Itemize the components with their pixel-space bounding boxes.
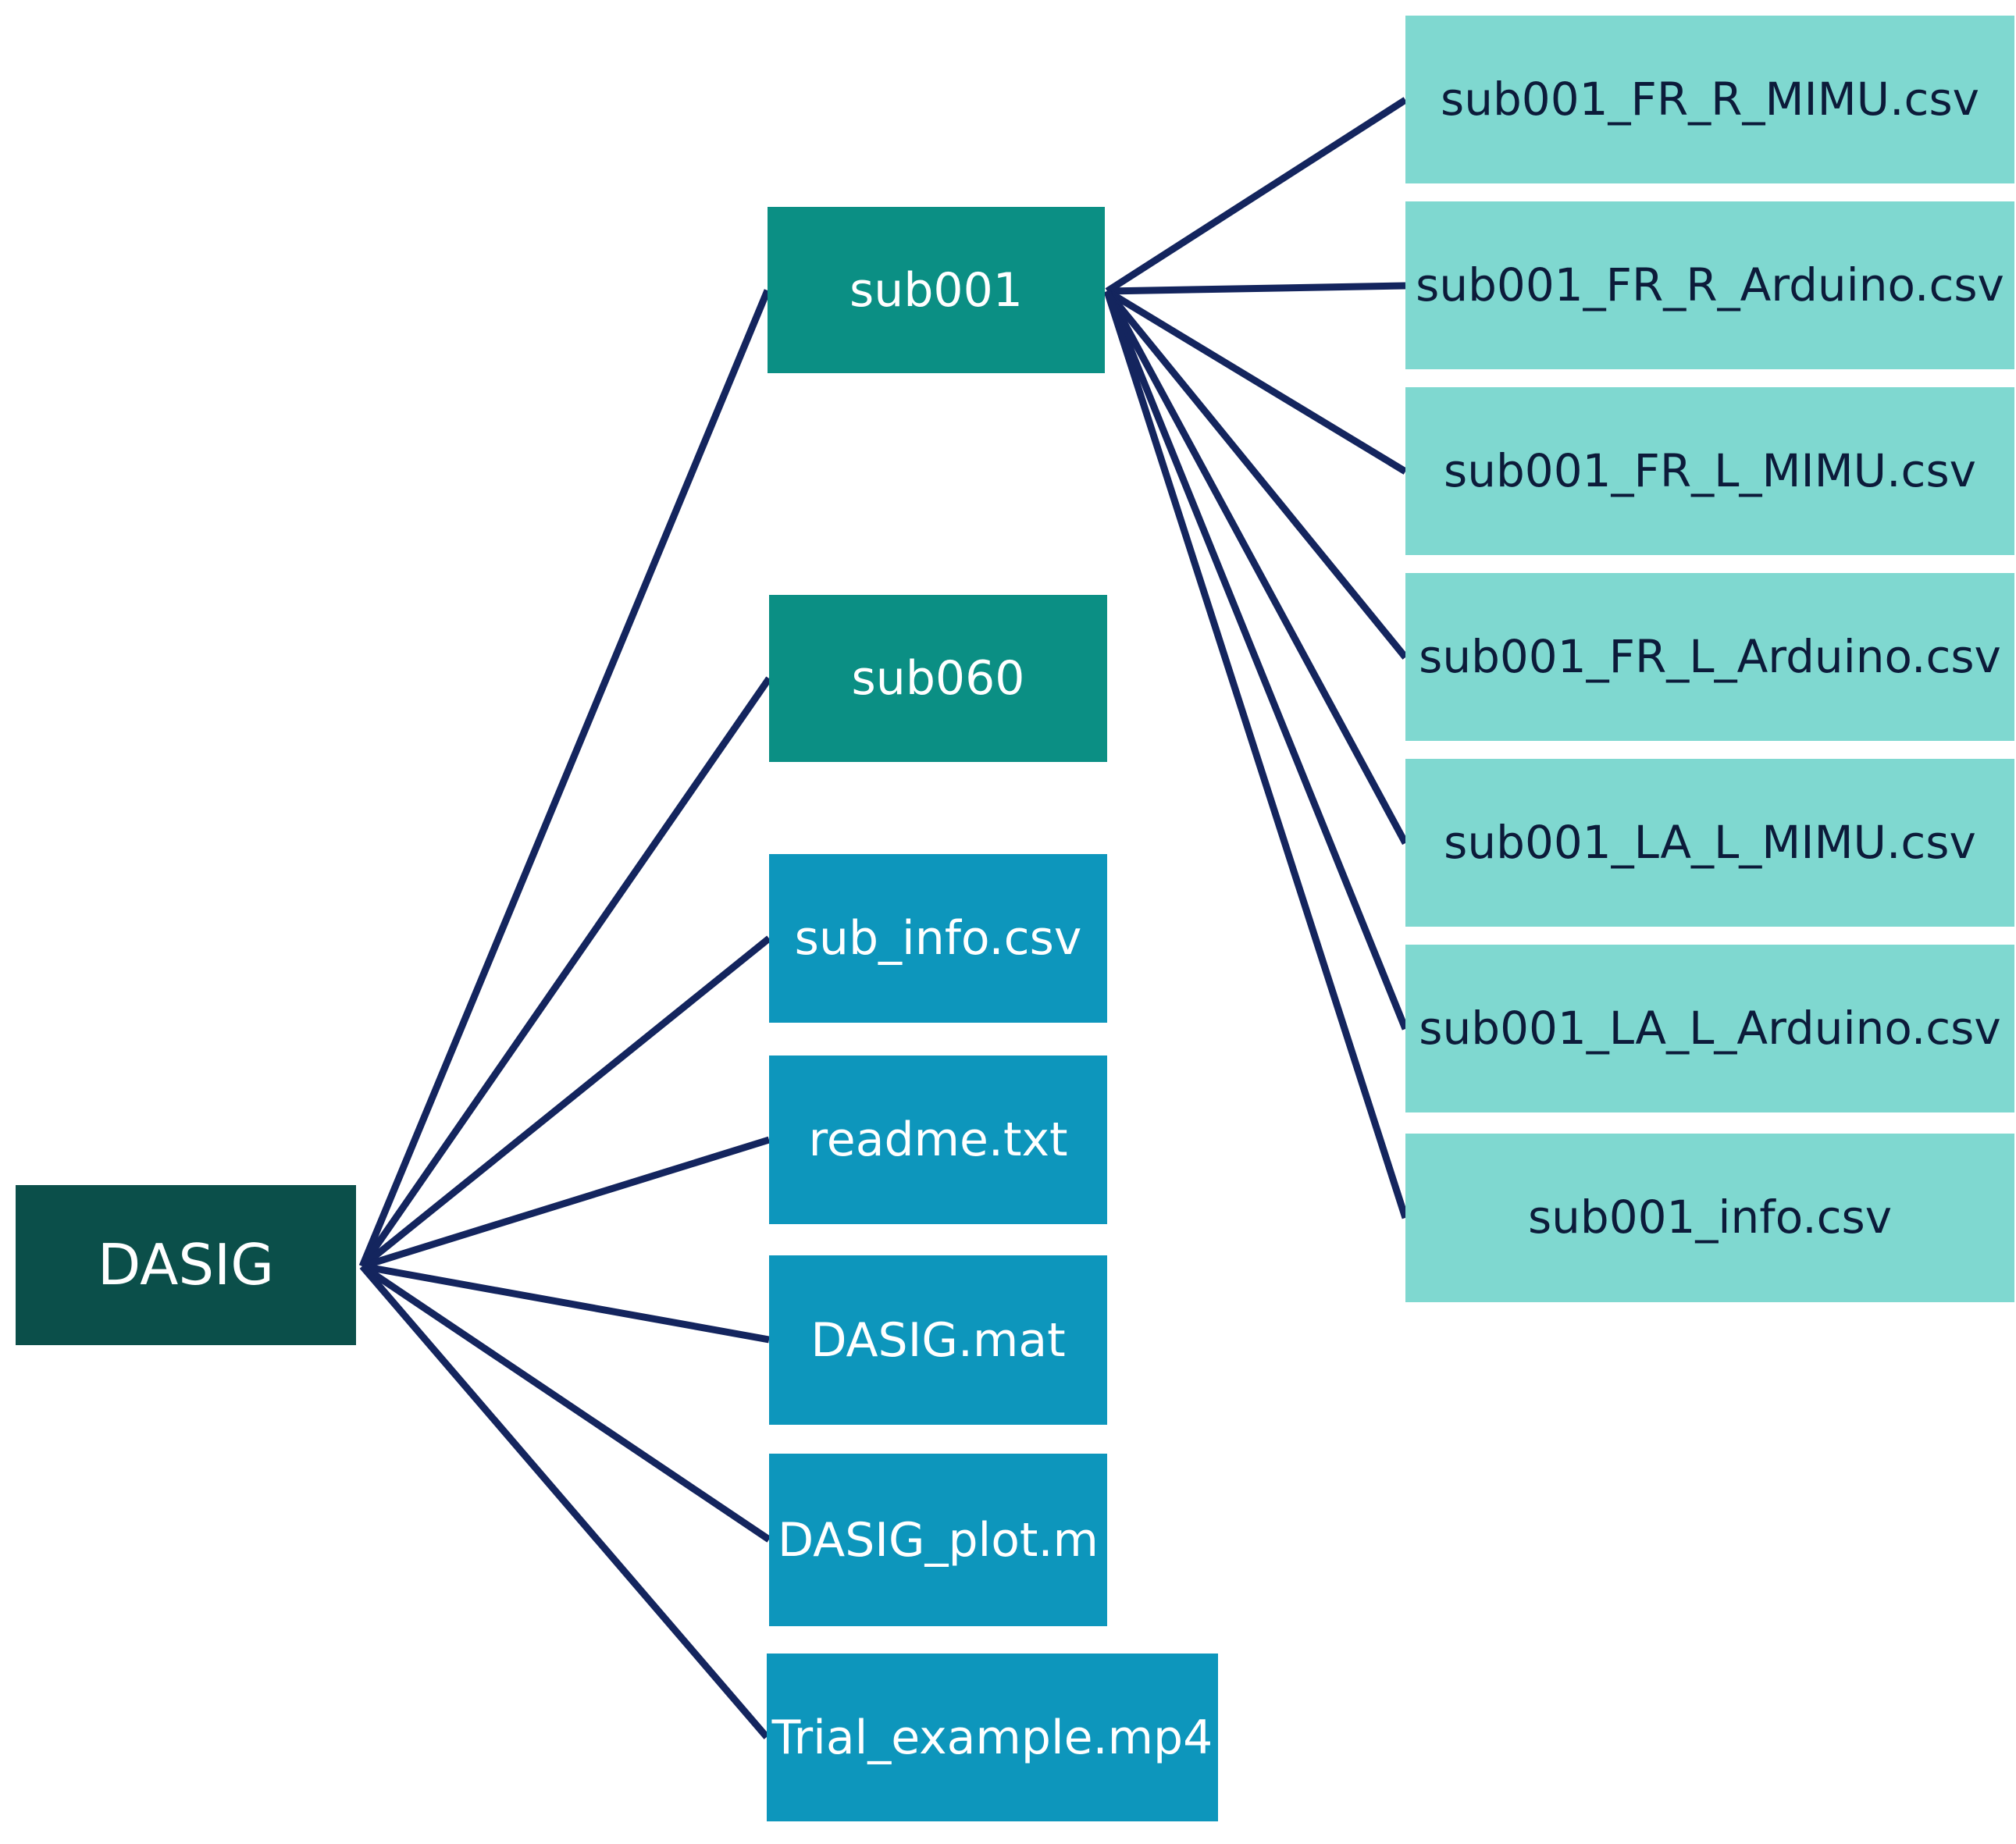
edge-dasig-to-trial-example-mp4 [359, 1264, 770, 1739]
node-readme-txt[interactable]: readme.txt [769, 1055, 1107, 1224]
node-sub001-la-l-mimu-csv[interactable]: sub001_LA_L_MIMU.csv [1405, 759, 2014, 927]
node-sub001-fr-l-arduino-csv[interactable]: sub001_FR_L_Arduino.csv [1405, 573, 2014, 741]
node-sub-info-csv[interactable]: sub_info.csv [769, 854, 1107, 1023]
edge-sub001-to-sub001-la-l-arduino-csv [1103, 290, 1409, 1031]
edge-dasig-to-sub-info-csv [360, 935, 771, 1269]
node-label: sub001_FR_R_MIMU.csv [1441, 72, 1979, 126]
node-dasig-mat[interactable]: DASIG.mat [769, 1255, 1107, 1425]
node-label: sub001_info.csv [1527, 1191, 1893, 1244]
edge-dasig-to-sub060 [359, 676, 772, 1269]
node-sub001-fr-r-arduino-csv[interactable]: sub001_FR_R_Arduino.csv [1405, 201, 2014, 369]
node-label: sub001_FR_R_Arduino.csv [1416, 258, 2004, 311]
node-label: sub001_LA_L_Arduino.csv [1419, 1001, 2001, 1055]
edge-dasig-to-dasig-plot-m [360, 1263, 771, 1543]
node-root-dasig[interactable]: DASIG [16, 1185, 356, 1345]
node-label: DASIG_plot.m [778, 1512, 1099, 1568]
edge-dasig-to-dasig-mat [362, 1262, 770, 1344]
edge-sub001-to-sub001-fr-r-mimu-csv [1105, 97, 1408, 294]
node-label: sub060 [851, 651, 1025, 706]
edge-dasig-to-readme-txt [361, 1136, 771, 1270]
node-sub001[interactable]: sub001 [768, 207, 1105, 373]
node-label: sub_info.csv [794, 911, 1082, 966]
node-label: sub001_FR_L_MIMU.csv [1444, 443, 1976, 497]
node-sub001-la-l-arduino-csv[interactable]: sub001_LA_L_Arduino.csv [1405, 945, 2014, 1112]
node-label: readme.txt [808, 1112, 1068, 1167]
edge-sub001-to-sub001-la-l-mimu-csv [1104, 289, 1409, 845]
edge-sub001-to-sub001-info-csv [1103, 290, 1409, 1219]
node-sub060[interactable]: sub060 [769, 595, 1107, 762]
node-sub001-fr-r-mimu-csv[interactable]: sub001_FR_R_MIMU.csv [1405, 16, 2014, 183]
node-sub001-fr-l-mimu-csv[interactable]: sub001_FR_L_MIMU.csv [1405, 387, 2014, 555]
node-label: sub001 [849, 262, 1023, 318]
node-dasig-plot-m[interactable]: DASIG_plot.m [769, 1454, 1107, 1626]
node-label: DASIG.mat [810, 1312, 1066, 1368]
edge-sub001-to-sub001-fr-r-arduino-csv [1106, 282, 1406, 295]
node-label: Trial_example.mp4 [771, 1710, 1213, 1765]
edge-sub001-to-sub001-fr-l-mimu-csv [1105, 288, 1408, 475]
node-label: DASIG [97, 1231, 275, 1298]
node-label: sub001_FR_L_Arduino.csv [1419, 629, 2001, 683]
edge-dasig-to-sub001 [358, 289, 771, 1268]
node-trial-example-mp4[interactable]: Trial_example.mp4 [767, 1654, 1218, 1821]
node-sub001-info-csv[interactable]: sub001_info.csv [1405, 1134, 2014, 1302]
node-label: sub001_LA_L_MIMU.csv [1444, 815, 1976, 869]
edge-sub001-to-sub001-fr-l-arduino-csv [1104, 289, 1409, 660]
